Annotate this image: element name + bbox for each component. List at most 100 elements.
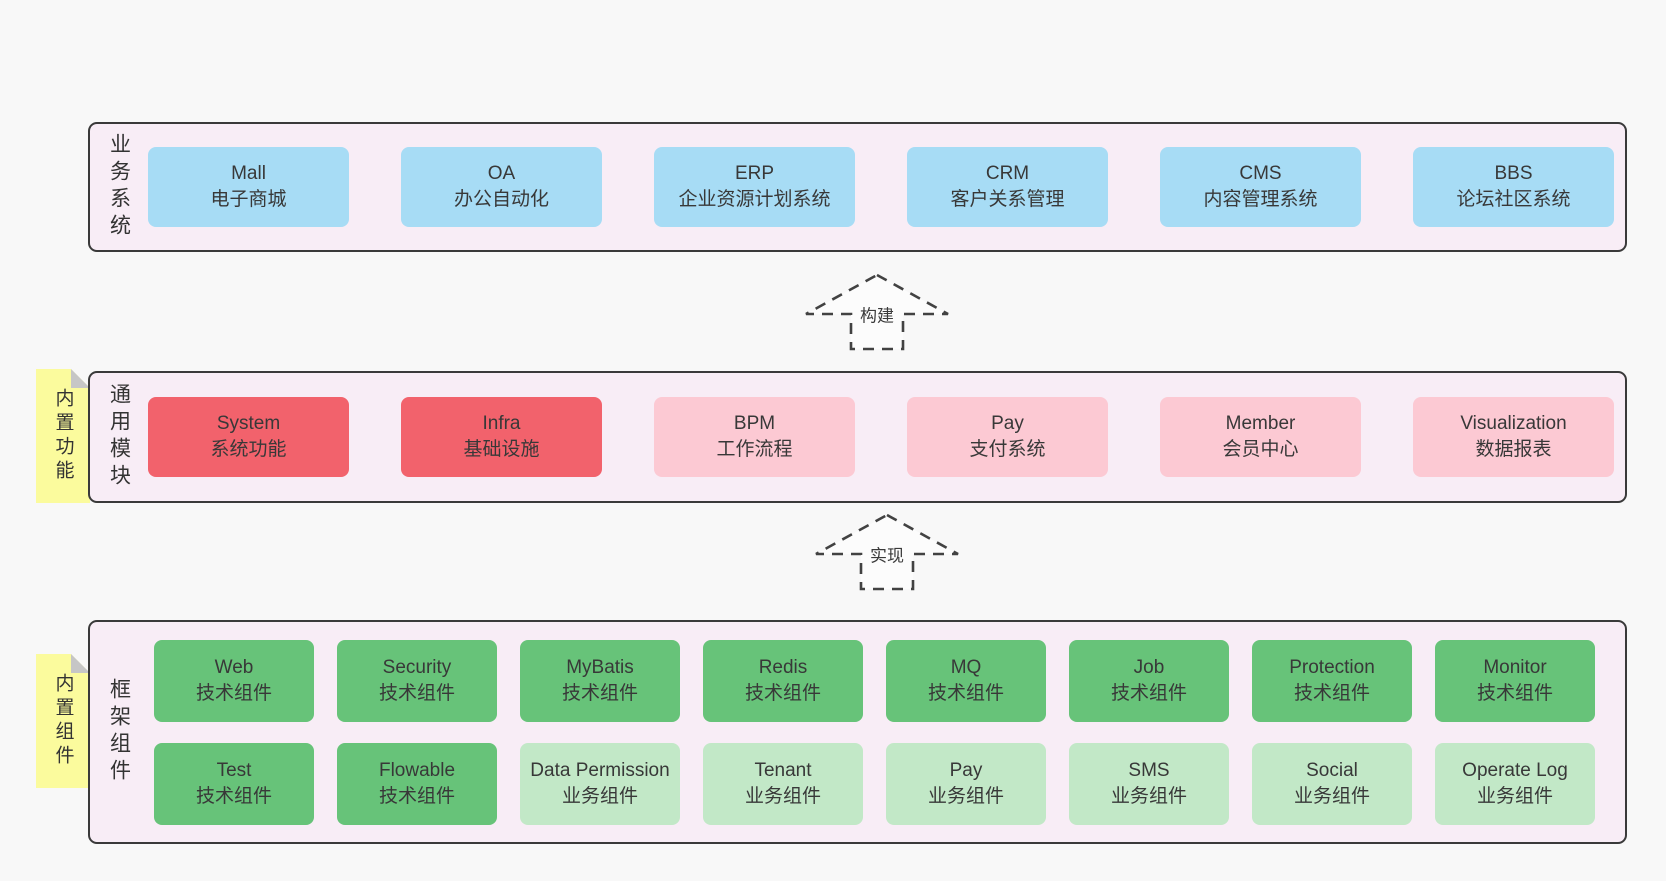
band-framework-components: 框架组件 Web 技术组件 Security 技术组件 MyBatis 技术组件…	[88, 620, 1627, 844]
box-title: Infra	[482, 413, 521, 434]
box-protection: Protection 技术组件	[1252, 639, 1412, 722]
box-title: Protection	[1289, 656, 1375, 678]
box-subtitle: 业务组件	[1293, 785, 1370, 807]
box-member: Member 会员中心	[1160, 397, 1361, 477]
box-bpm: BPM 工作流程	[654, 397, 855, 477]
box-title: MQ	[950, 656, 982, 678]
box-title: Mall	[231, 163, 266, 184]
box-title: MyBatis	[566, 656, 634, 678]
box-title: CRM	[985, 163, 1030, 184]
box-title: Member	[1225, 413, 1296, 434]
box-redis: Redis 技术组件	[703, 639, 863, 722]
box-subtitle: 工作流程	[716, 439, 793, 460]
band-label: 框架组件	[107, 678, 131, 786]
band-label: 通用模块	[107, 383, 131, 491]
box-title: Operate Log	[1462, 759, 1568, 781]
business-box-row: Mall 电子商城 OA 办公自动化 ERP 企业资源计划系统 CRM 客户关系…	[148, 124, 1614, 250]
box-title: CMS	[1239, 163, 1282, 184]
up-arrow-build: 构建	[803, 272, 951, 352]
box-infra: Infra 基础设施	[401, 397, 602, 477]
component-grid: Web 技术组件 Security 技术组件 MyBatis 技术组件 Redi…	[148, 622, 1595, 842]
box-job: Job 技术组件	[1069, 639, 1229, 722]
box-subtitle: 内容管理系统	[1203, 189, 1318, 210]
module-box-row: System 系统功能 Infra 基础设施 BPM 工作流程 Pay 支付系统…	[148, 373, 1614, 501]
box-subtitle: 技术组件	[744, 682, 821, 704]
box-title: OA	[487, 163, 516, 184]
box-flowable: Flowable 技术组件	[337, 742, 497, 825]
band-common-modules: 通用模块 System 系统功能 Infra 基础设施 BPM 工作流程 Pay…	[88, 371, 1627, 503]
box-mybatis: MyBatis 技术组件	[520, 639, 680, 722]
box-title: System	[216, 413, 281, 434]
box-title: Pay	[991, 413, 1024, 434]
box-subtitle: 技术组件	[195, 785, 272, 807]
box-subtitle: 技术组件	[378, 682, 455, 704]
sticky-note-built-in-features: 内置功能	[36, 369, 90, 503]
box-subtitle: 业务组件	[744, 785, 821, 807]
box-oa: OA 办公自动化	[401, 147, 602, 227]
box-subtitle: 业务组件	[1476, 785, 1553, 807]
box-subtitle: 技术组件	[1293, 682, 1370, 704]
box-subtitle: 技术组件	[378, 785, 455, 807]
box-title: BBS	[1494, 163, 1533, 184]
box-subtitle: 数据报表	[1475, 439, 1552, 460]
box-system: System 系统功能	[148, 397, 349, 477]
box-web: Web 技术组件	[154, 639, 314, 722]
component-row-2: Test 技术组件 Flowable 技术组件 Data Permission …	[154, 742, 1595, 825]
box-monitor: Monitor 技术组件	[1435, 639, 1595, 722]
box-test: Test 技术组件	[154, 742, 314, 825]
sticky-note-built-in-components: 内置组件	[36, 654, 90, 788]
sticky-note-label: 内置功能	[52, 388, 74, 484]
box-title: Redis	[758, 656, 808, 678]
box-mall: Mall 电子商城	[148, 147, 349, 227]
box-subtitle: 技术组件	[1110, 682, 1187, 704]
box-subtitle: 论坛社区系统	[1456, 189, 1571, 210]
box-erp: ERP 企业资源计划系统	[654, 147, 855, 227]
band-label-column: 业务系统	[90, 124, 148, 250]
box-subtitle: 技术组件	[927, 682, 1004, 704]
box-pay: Pay 支付系统	[907, 397, 1108, 477]
up-arrow-implement: 实现	[813, 512, 961, 592]
box-subtitle: 办公自动化	[453, 189, 549, 210]
component-row-1: Web 技术组件 Security 技术组件 MyBatis 技术组件 Redi…	[154, 639, 1595, 722]
box-data-permission: Data Permission 业务组件	[520, 742, 680, 825]
box-title: Web	[214, 656, 254, 678]
box-subtitle: 系统功能	[210, 439, 287, 460]
box-title: Monitor	[1483, 656, 1547, 678]
box-subtitle: 客户关系管理	[950, 189, 1065, 210]
box-title: Flowable	[378, 759, 456, 781]
arrow-label: 构建	[857, 301, 897, 327]
box-subtitle: 业务组件	[1110, 785, 1187, 807]
box-title: Security	[382, 656, 452, 678]
box-subtitle: 业务组件	[561, 785, 638, 807]
box-title: Pay	[949, 759, 983, 781]
box-social: Social 业务组件	[1252, 742, 1412, 825]
box-sms: SMS 业务组件	[1069, 742, 1229, 825]
band-business-systems: 业务系统 Mall 电子商城 OA 办公自动化 ERP 企业资源计划系统 CRM…	[88, 122, 1627, 252]
box-cms: CMS 内容管理系统	[1160, 147, 1361, 227]
sticky-note-label: 内置组件	[52, 673, 74, 769]
box-subtitle: 技术组件	[195, 682, 272, 704]
box-operate-log: Operate Log 业务组件	[1435, 742, 1595, 825]
box-visualization: Visualization 数据报表	[1413, 397, 1614, 477]
box-title: Data Permission	[530, 759, 670, 781]
band-label: 业务系统	[107, 133, 131, 241]
box-title: Visualization	[1460, 413, 1567, 434]
box-subtitle: 技术组件	[1476, 682, 1553, 704]
box-title: BPM	[733, 413, 776, 434]
box-title: Tenant	[754, 759, 812, 781]
box-bbs: BBS 论坛社区系统	[1413, 147, 1614, 227]
box-title: Social	[1306, 759, 1358, 781]
band-label-column: 框架组件	[90, 622, 148, 842]
box-tenant: Tenant 业务组件	[703, 742, 863, 825]
band-label-column: 通用模块	[90, 373, 148, 501]
box-title: Job	[1133, 656, 1165, 678]
box-subtitle: 支付系统	[969, 439, 1046, 460]
box-subtitle: 技术组件	[561, 682, 638, 704]
box-title: ERP	[734, 163, 775, 184]
box-subtitle: 业务组件	[927, 785, 1004, 807]
arrow-label: 实现	[867, 541, 907, 567]
box-crm: CRM 客户关系管理	[907, 147, 1108, 227]
box-mq: MQ 技术组件	[886, 639, 1046, 722]
box-subtitle: 企业资源计划系统	[678, 189, 831, 210]
box-pay-biz: Pay 业务组件	[886, 742, 1046, 825]
